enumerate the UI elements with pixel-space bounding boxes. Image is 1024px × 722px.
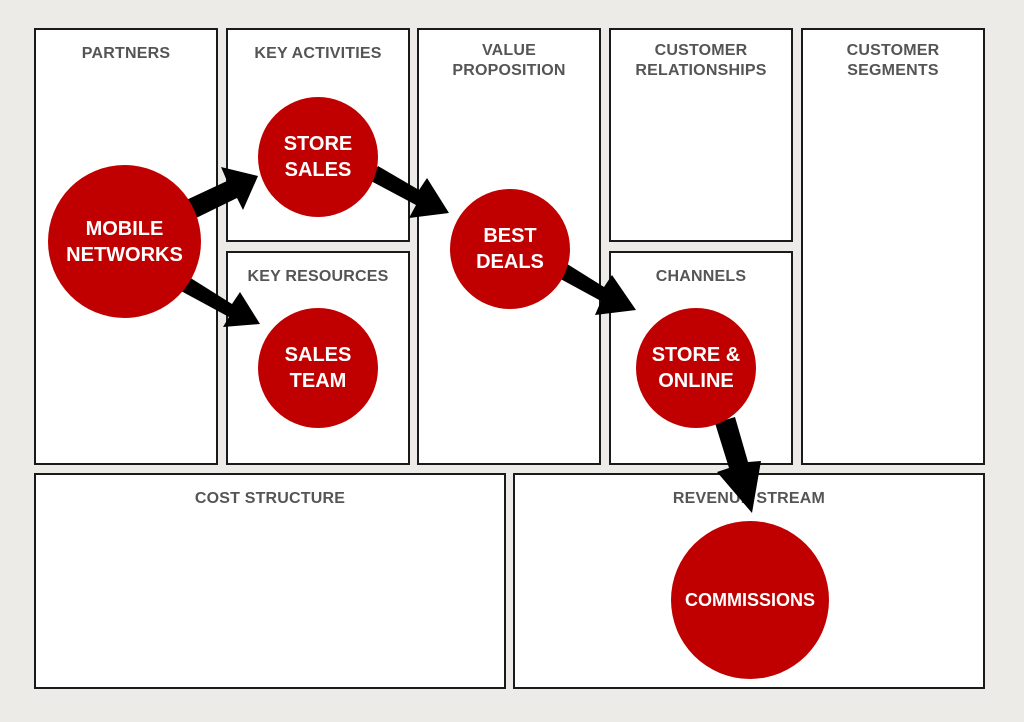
partners-title: PARTNERS [81, 45, 171, 62]
channels-title: CHANNELS [655, 268, 747, 285]
key-activities-title: KEY ACTIVITIES [254, 45, 382, 62]
node-sales-team: SALES TEAM [258, 308, 378, 428]
customer-relationships-title: CUSTOMER RELATIONSHIPS [635, 42, 767, 79]
revenue-stream-title: REVENUE STREAM [672, 490, 826, 507]
node-best-deals: BEST DEALS [450, 189, 570, 309]
value-proposition-title: VALUE PROPOSITION [452, 42, 566, 79]
node-store-online: STORE & ONLINE [636, 308, 756, 428]
node-mobile-networks: MOBILE NETWORKS [48, 165, 201, 318]
node-commissions: COMMISSIONS [671, 521, 829, 679]
node-store-sales: STORE SALES [258, 97, 378, 217]
cost-structure-title: COST STRUCTURE [194, 490, 346, 507]
customer-segments-block: CUSTOMER SEGMENTS [801, 28, 985, 465]
customer-relationships-block: CUSTOMER RELATIONSHIPS [609, 28, 793, 242]
customer-segments-title: CUSTOMER SEGMENTS [846, 42, 940, 79]
key-resources-title: KEY RESOURCES [247, 268, 389, 285]
cost-structure-block: COST STRUCTURE [34, 473, 506, 689]
